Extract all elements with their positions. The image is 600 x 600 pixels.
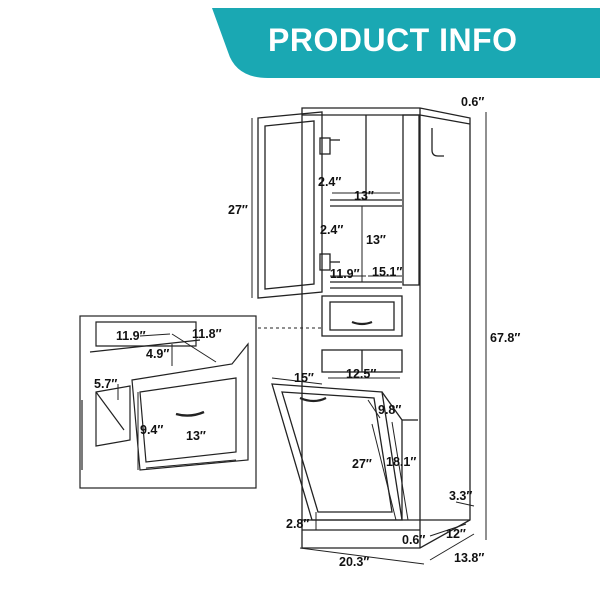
- drawer-detail-inset: [79, 315, 257, 489]
- dim-hamper-depth: 9.8″: [378, 403, 401, 417]
- dim-shelf-gap-top: 2.4″: [318, 175, 341, 189]
- dim-total-height: 67.8″: [490, 331, 520, 345]
- lower-panel: [321, 349, 403, 373]
- dim-top-thickness: 0.6″: [461, 95, 484, 109]
- detail-inner-height: 4.9″: [146, 347, 169, 361]
- dim-hamper-height: 27″: [352, 457, 372, 471]
- middle-drawer: [321, 295, 403, 337]
- detail-outer-depth: 11.8″: [192, 327, 222, 341]
- detail-front-width: 13″: [186, 429, 206, 443]
- dim-base-thickness: 0.6″: [402, 533, 425, 547]
- detail-front-height: 9.4″: [140, 423, 163, 437]
- dim-cabinet-inner-width: 15.1″: [372, 265, 402, 279]
- dim-hamper-side-height: 18.1″: [386, 455, 416, 469]
- page-title: PRODUCT INFO: [268, 22, 518, 58]
- dim-drawer-area-width: 12.5″: [346, 367, 376, 381]
- dim-shelf-height: 13″: [366, 233, 386, 247]
- open-door: [257, 111, 340, 299]
- dim-foot-height: 3.3″: [449, 489, 472, 503]
- dim-shelf-depth: 11.9″: [330, 267, 360, 281]
- hook-icon: [431, 128, 444, 157]
- dim-base-depth: 12″: [446, 527, 466, 541]
- tilt-out-hamper: [271, 383, 418, 521]
- dim-shelf-gap-mid: 2.4″: [320, 223, 343, 237]
- dim-overall-depth: 13.8″: [454, 551, 484, 565]
- dim-base-height: 2.8″: [286, 517, 309, 531]
- dim-overall-width: 20.3″: [339, 555, 369, 569]
- detail-slide-height: 5.7″: [94, 377, 117, 391]
- dim-hamper-width: 15″: [294, 371, 314, 385]
- banner-background: [212, 8, 600, 78]
- upper-shelves: [330, 114, 420, 289]
- dim-door-height: 27″: [228, 203, 248, 217]
- dim-shelf-width: 13″: [354, 189, 374, 203]
- detail-inner-depth: 11.9″: [116, 329, 146, 343]
